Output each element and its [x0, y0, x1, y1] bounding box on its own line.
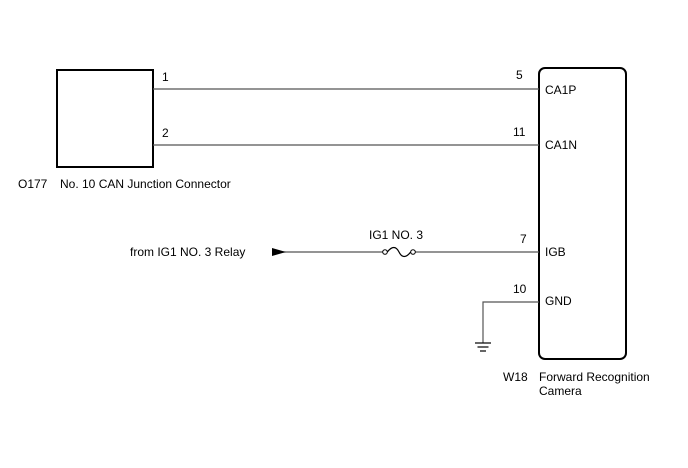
power-source-label: from IG1 NO. 3 Relay: [130, 245, 245, 259]
junction-pin-2: 2: [162, 126, 169, 140]
camera-terminal-ca1n: CA1N: [545, 138, 577, 152]
junction-pin-1: 1: [162, 70, 169, 84]
junction-connector-box: [56, 69, 154, 168]
camera-pin-ca1n: 11: [513, 125, 526, 139]
gnd-wire: [482, 301, 539, 343]
camera-name-line1: Forward Recognition: [539, 370, 650, 384]
camera-terminal-ca1p: CA1P: [545, 83, 576, 97]
camera-pin-igb: 7: [520, 232, 527, 246]
camera-name-line2: Camera: [539, 384, 582, 398]
camera-terminal-igb: IGB: [545, 245, 566, 259]
camera-pin-gnd: 10: [513, 282, 527, 296]
ground-icon: [475, 342, 491, 352]
fuse-icon: [382, 246, 416, 258]
junction-connector-code: O177: [18, 177, 48, 191]
fuse-label: IG1 NO. 3: [369, 228, 423, 242]
camera-terminal-gnd: GND: [545, 294, 572, 308]
camera-pin-ca1p: 5: [516, 68, 523, 82]
camera-code: W18: [503, 370, 528, 384]
junction-connector-name: No. 10 CAN Junction Connector: [60, 177, 231, 191]
camera-box: [538, 67, 627, 360]
arrow-right-icon: [272, 248, 286, 256]
